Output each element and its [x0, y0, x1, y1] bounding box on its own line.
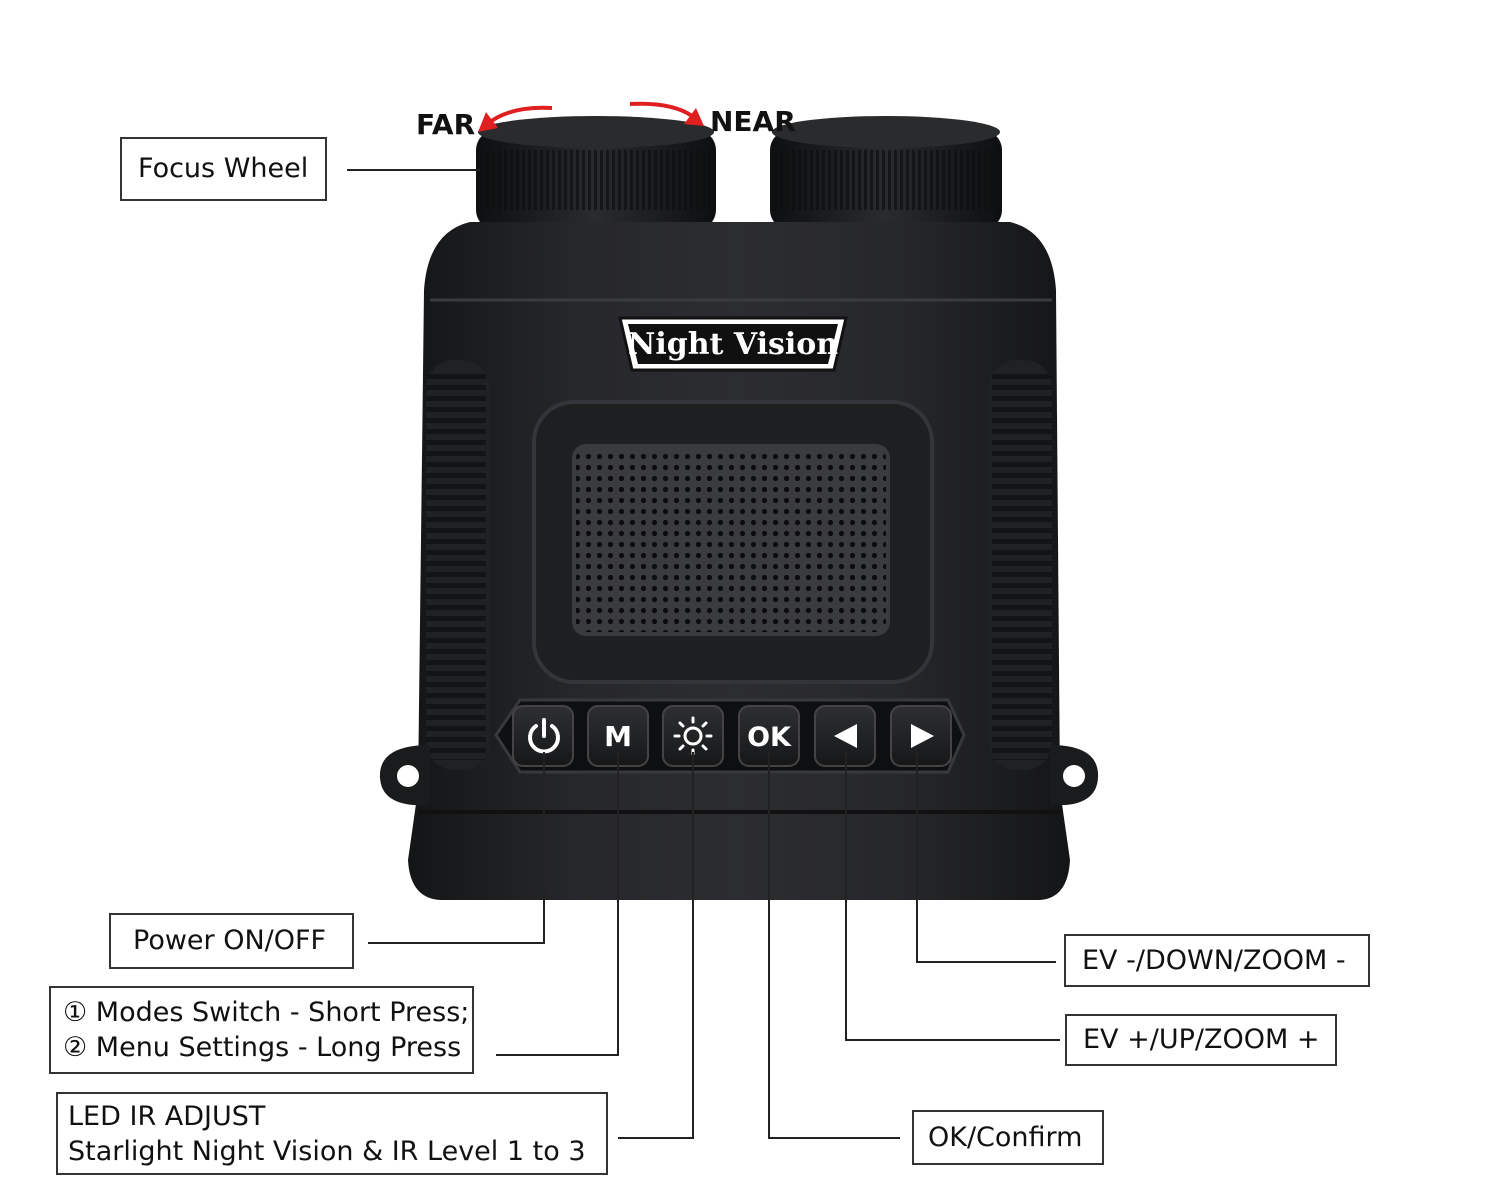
ir-adjust-callout: LED IR ADJUST Starlight Night Vision & I… [56, 1092, 608, 1175]
power-icon [528, 718, 560, 754]
ev-down-callout: EV -/DOWN/ZOOM - [1064, 934, 1370, 987]
power-button[interactable] [512, 705, 574, 767]
mode-callout-line2: ② Menu Settings - Long Press [63, 1032, 462, 1063]
mode-callout: ① Modes Switch - Short Press; ② Menu Set… [49, 986, 474, 1074]
ev-up-callout: EV +/UP/ZOOM + [1065, 1014, 1337, 1066]
power-callout-text: Power ON/OFF [133, 925, 327, 956]
ir-adjust-button[interactable] [662, 705, 724, 767]
ir-callout-line2: Starlight Night Vision & IR Level 1 to 3 [68, 1136, 586, 1167]
right-arrow-icon [911, 724, 934, 748]
ev-down-callout-text: EV -/DOWN/ZOOM - [1082, 945, 1346, 976]
focus-wheel-callout: Focus Wheel [120, 137, 327, 201]
ok-button[interactable]: OK [738, 705, 800, 767]
svg-text:Night Vision: Night Vision [628, 327, 838, 362]
ok-callout-text: OK/Confirm [928, 1122, 1083, 1153]
mode-callout-line1: ① Modes Switch - Short Press; [63, 997, 470, 1028]
near-arrow [629, 101, 704, 126]
right-grip [988, 360, 1052, 770]
left-focus-wheel[interactable] [476, 116, 716, 230]
right-arrow-button[interactable] [890, 705, 952, 767]
focus-wheel-callout-text: Focus Wheel [138, 153, 309, 184]
ir-callout-line1: LED IR ADJUST [68, 1101, 266, 1132]
left-grip [426, 360, 490, 770]
left-strap-lug [379, 745, 430, 806]
brand-logo: Night Vision [618, 316, 848, 372]
right-focus-wheel[interactable] [770, 116, 1002, 230]
left-arrow-icon [834, 724, 857, 748]
mode-button-label: M [604, 720, 632, 753]
near-label: NEAR [710, 105, 796, 138]
ev-up-callout-text: EV +/UP/ZOOM + [1083, 1024, 1320, 1055]
right-strap-lug [1050, 745, 1099, 806]
mode-button[interactable]: M [587, 705, 649, 767]
display-panel [532, 400, 934, 684]
power-callout: Power ON/OFF [109, 913, 354, 969]
far-arrow [478, 105, 553, 132]
leader-lines [347, 169, 1060, 1139]
ok-button-label: OK [747, 722, 792, 753]
sun-icon [673, 716, 713, 756]
ok-callout: OK/Confirm [912, 1110, 1104, 1165]
far-label: FAR [416, 108, 476, 141]
